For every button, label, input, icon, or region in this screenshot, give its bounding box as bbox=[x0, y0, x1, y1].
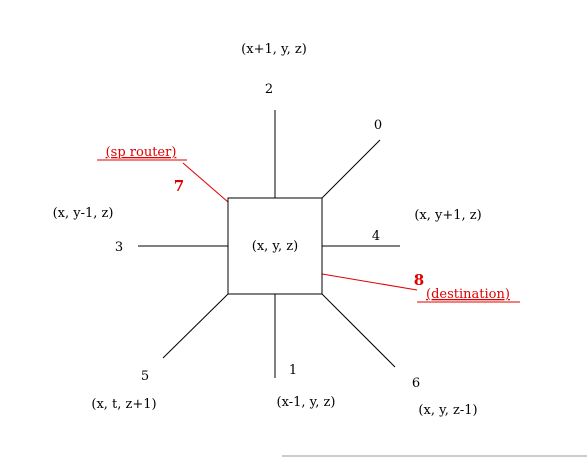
destination-label: (destination) bbox=[426, 287, 510, 302]
link-port-0 bbox=[321, 139, 381, 199]
port-0-label: 0 bbox=[374, 118, 382, 133]
port-2-label: 2 bbox=[265, 82, 273, 97]
link-port-5 bbox=[162, 293, 229, 359]
sp-router-label: (sp router) bbox=[106, 145, 177, 160]
port-3-label: 3 bbox=[115, 240, 123, 255]
neighbor-bottom-left-label: (x, t, z+1) bbox=[91, 397, 156, 412]
center-node-label: (x, y, z) bbox=[252, 239, 298, 254]
port-5-label: 5 bbox=[141, 369, 149, 384]
neighbor-right-label: (x, y+1, z) bbox=[414, 208, 481, 223]
link-port-7 bbox=[182, 162, 229, 203]
port-6-label: 6 bbox=[412, 376, 420, 391]
neighbor-left-label: (x, y-1, z) bbox=[53, 206, 114, 221]
neighbor-bottom-right-label: (x, y, z-1) bbox=[418, 403, 477, 418]
port-7-label: 7 bbox=[174, 177, 184, 195]
neighbor-top-label: (x+1, y, z) bbox=[241, 42, 307, 57]
port-4-label: 4 bbox=[372, 229, 380, 244]
port-1-label: 1 bbox=[289, 363, 297, 378]
neighbor-bottom-label: (x-1, y, z) bbox=[277, 395, 336, 410]
port-8-label: 8 bbox=[414, 271, 424, 289]
router-box bbox=[227, 197, 323, 295]
link-port-6 bbox=[321, 293, 396, 368]
link-port-8 bbox=[321, 273, 418, 291]
